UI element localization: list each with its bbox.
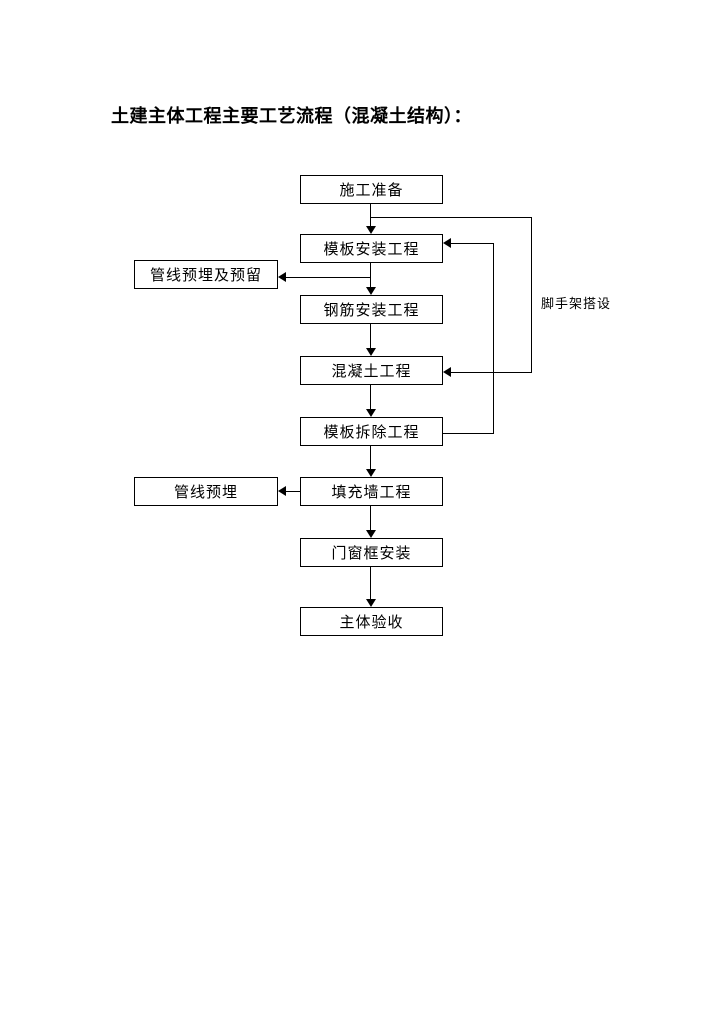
- flow-node-construction-prep: 施工准备: [300, 175, 443, 204]
- flow-node-infill-wall: 填充墙工程: [300, 477, 443, 506]
- flow-node-label: 模板拆除工程: [323, 423, 420, 441]
- connector-formwork-to-rebar-line: [370, 263, 371, 287]
- flow-node-formwork-removal: 模板拆除工程: [300, 417, 443, 446]
- flow-node-label: 填充墙工程: [331, 483, 412, 501]
- connector-removal-to-infill-line: [370, 446, 371, 469]
- arrow-down-into-formwork-removal: [366, 409, 376, 417]
- flow-node-label: 主体验收: [339, 613, 404, 631]
- flow-node-label: 模板安装工程: [323, 240, 420, 258]
- flow-node-formwork-install: 模板安装工程: [300, 234, 443, 263]
- connector-concrete-to-removal-line: [370, 385, 371, 409]
- scaffolding-annotation: 脚手架搭设: [541, 297, 612, 312]
- flow-node-label: 管线预埋及预留: [149, 266, 262, 284]
- flow-node-rebar-install: 钢筋安装工程: [300, 295, 443, 324]
- flow-node-label: 混凝土工程: [331, 362, 412, 380]
- formwork-loop-vertical-line: [493, 243, 494, 434]
- connector-branch-to-pipeline-embed-reserve-line: [286, 277, 371, 278]
- flow-node-label: 钢筋安装工程: [323, 301, 420, 319]
- flow-node-pipeline-embed-reserve: 管线预埋及预留: [134, 260, 278, 289]
- arrow-down-into-concrete-work: [366, 348, 376, 356]
- scaffolding-loop-top-line: [371, 217, 531, 218]
- arrow-down-into-rebar-install: [366, 287, 376, 295]
- connector-infill-to-doorframe-line: [370, 506, 371, 530]
- flow-node-label: 施工准备: [339, 181, 404, 199]
- arrow-left-into-concrete-work: [443, 367, 451, 377]
- flow-node-concrete-work: 混凝土工程: [300, 356, 443, 385]
- flow-node-label: 门窗框安装: [331, 544, 412, 562]
- flow-node-label: 管线预埋: [173, 483, 238, 501]
- arrow-down-into-main-acceptance: [366, 599, 376, 607]
- flow-node-pipeline-embed: 管线预埋: [134, 477, 278, 506]
- arrow-left-into-formwork-install: [443, 238, 451, 248]
- connector-prep-to-formwork-line: [370, 204, 371, 226]
- flow-node-main-acceptance: 主体验收: [300, 607, 443, 636]
- arrow-left-into-pipeline-embed: [278, 486, 286, 496]
- arrow-down-into-door-window-frame: [366, 530, 376, 538]
- formwork-loop-top-line: [451, 243, 493, 244]
- page-title: 土建主体工程主要工艺流程（混凝土结构）：: [111, 106, 472, 127]
- flow-node-door-window-frame: 门窗框安装: [300, 538, 443, 567]
- scaffolding-loop-bottom-line: [451, 372, 531, 373]
- connector-infill-to-pipeline-embed-line: [286, 491, 300, 492]
- formwork-loop-bottom-line: [443, 433, 493, 434]
- arrow-down-into-infill-wall: [366, 469, 376, 477]
- connector-rebar-to-concrete-line: [370, 324, 371, 348]
- arrow-down-into-formwork-install: [366, 226, 376, 234]
- connector-doorframe-to-acceptance-line: [370, 567, 371, 599]
- arrow-left-into-pipeline-embed-reserve: [278, 272, 286, 282]
- scaffolding-loop-vertical-line: [531, 217, 532, 373]
